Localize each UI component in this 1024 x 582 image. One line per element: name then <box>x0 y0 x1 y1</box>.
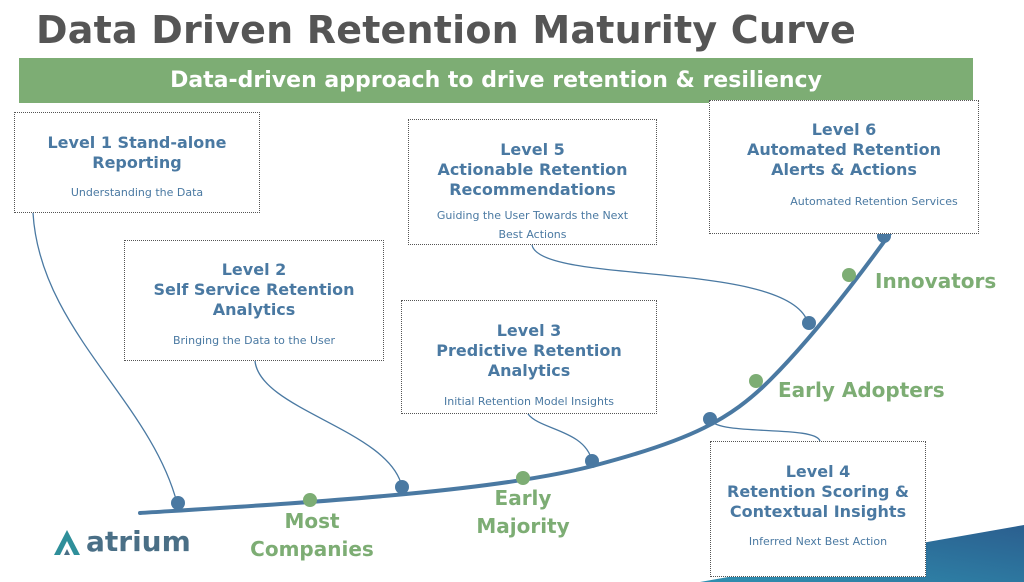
connector-level-5 <box>531 244 809 324</box>
level-2-title: Level 2 Self Service Retention Analytics <box>153 260 355 319</box>
stage-label-innovators: Innovators <box>875 269 997 293</box>
page-title: Data Driven Retention Maturity Curve <box>36 8 856 52</box>
level-1-title: Level 1 Stand-alone Reporting <box>47 133 227 172</box>
level-5-box: Level 5 Actionable Retention Recommendat… <box>408 119 657 245</box>
level-5-title: Level 5 Actionable Retention Recommendat… <box>437 140 628 199</box>
connector-level-3 <box>527 413 593 462</box>
connector-level-4 <box>709 419 821 442</box>
level-4-box: Level 4 Retention Scoring & Contextual I… <box>710 441 926 577</box>
level-4-title: Level 4 Retention Scoring & Contextual I… <box>727 462 909 521</box>
level-5-point <box>802 316 816 330</box>
level-6-title: Level 6 Automated Retention Alerts & Act… <box>747 120 941 179</box>
stage-innovators-point <box>842 268 856 282</box>
level-6-description: Automated Retention Services <box>790 195 958 208</box>
stage-early-majority-point <box>516 471 530 485</box>
level-3-point <box>585 454 599 468</box>
stage-early-adopters-point <box>749 374 763 388</box>
level-3-title: Level 3 Predictive Retention Analytics <box>436 321 622 380</box>
atrium-logo-icon <box>54 529 80 555</box>
connector-level-2 <box>254 360 403 488</box>
level-3-description: Initial Retention Model Insights <box>444 395 614 408</box>
banner-text: Data-driven approach to drive retention … <box>170 68 822 93</box>
level-2-point <box>395 480 409 494</box>
level-6-box: Level 6 Automated Retention Alerts & Act… <box>709 100 979 234</box>
level-2-description: Bringing the Data to the User <box>172 334 336 347</box>
atrium-logo: atrium <box>52 525 191 558</box>
stage-most-companies-point <box>303 493 317 507</box>
level-1-point <box>171 496 185 510</box>
level-2-box: Level 2 Self Service Retention Analytics… <box>124 240 384 361</box>
level-3-box: Level 3 Predictive Retention Analytics I… <box>401 300 657 414</box>
logo-text: atrium <box>86 525 191 558</box>
level-1-description: Understanding the Data <box>70 186 204 199</box>
level-4-description: Inferred Next Best Action <box>748 535 888 548</box>
level-4-point <box>703 412 717 426</box>
connector-level-1 <box>32 212 178 504</box>
stage-label-most-companies: Most Companies <box>250 509 374 561</box>
level-1-box: Level 1 Stand-alone Reporting Understand… <box>14 112 260 213</box>
stage-label-early-majority: Early Majority <box>476 486 570 538</box>
level-5-description: Guiding the User Towards the Next Best A… <box>436 209 629 241</box>
subtitle-banner: Data-driven approach to drive retention … <box>19 58 973 103</box>
maturity-curve <box>138 181 927 515</box>
stage-label-early-adopters: Early Adopters <box>778 378 945 402</box>
